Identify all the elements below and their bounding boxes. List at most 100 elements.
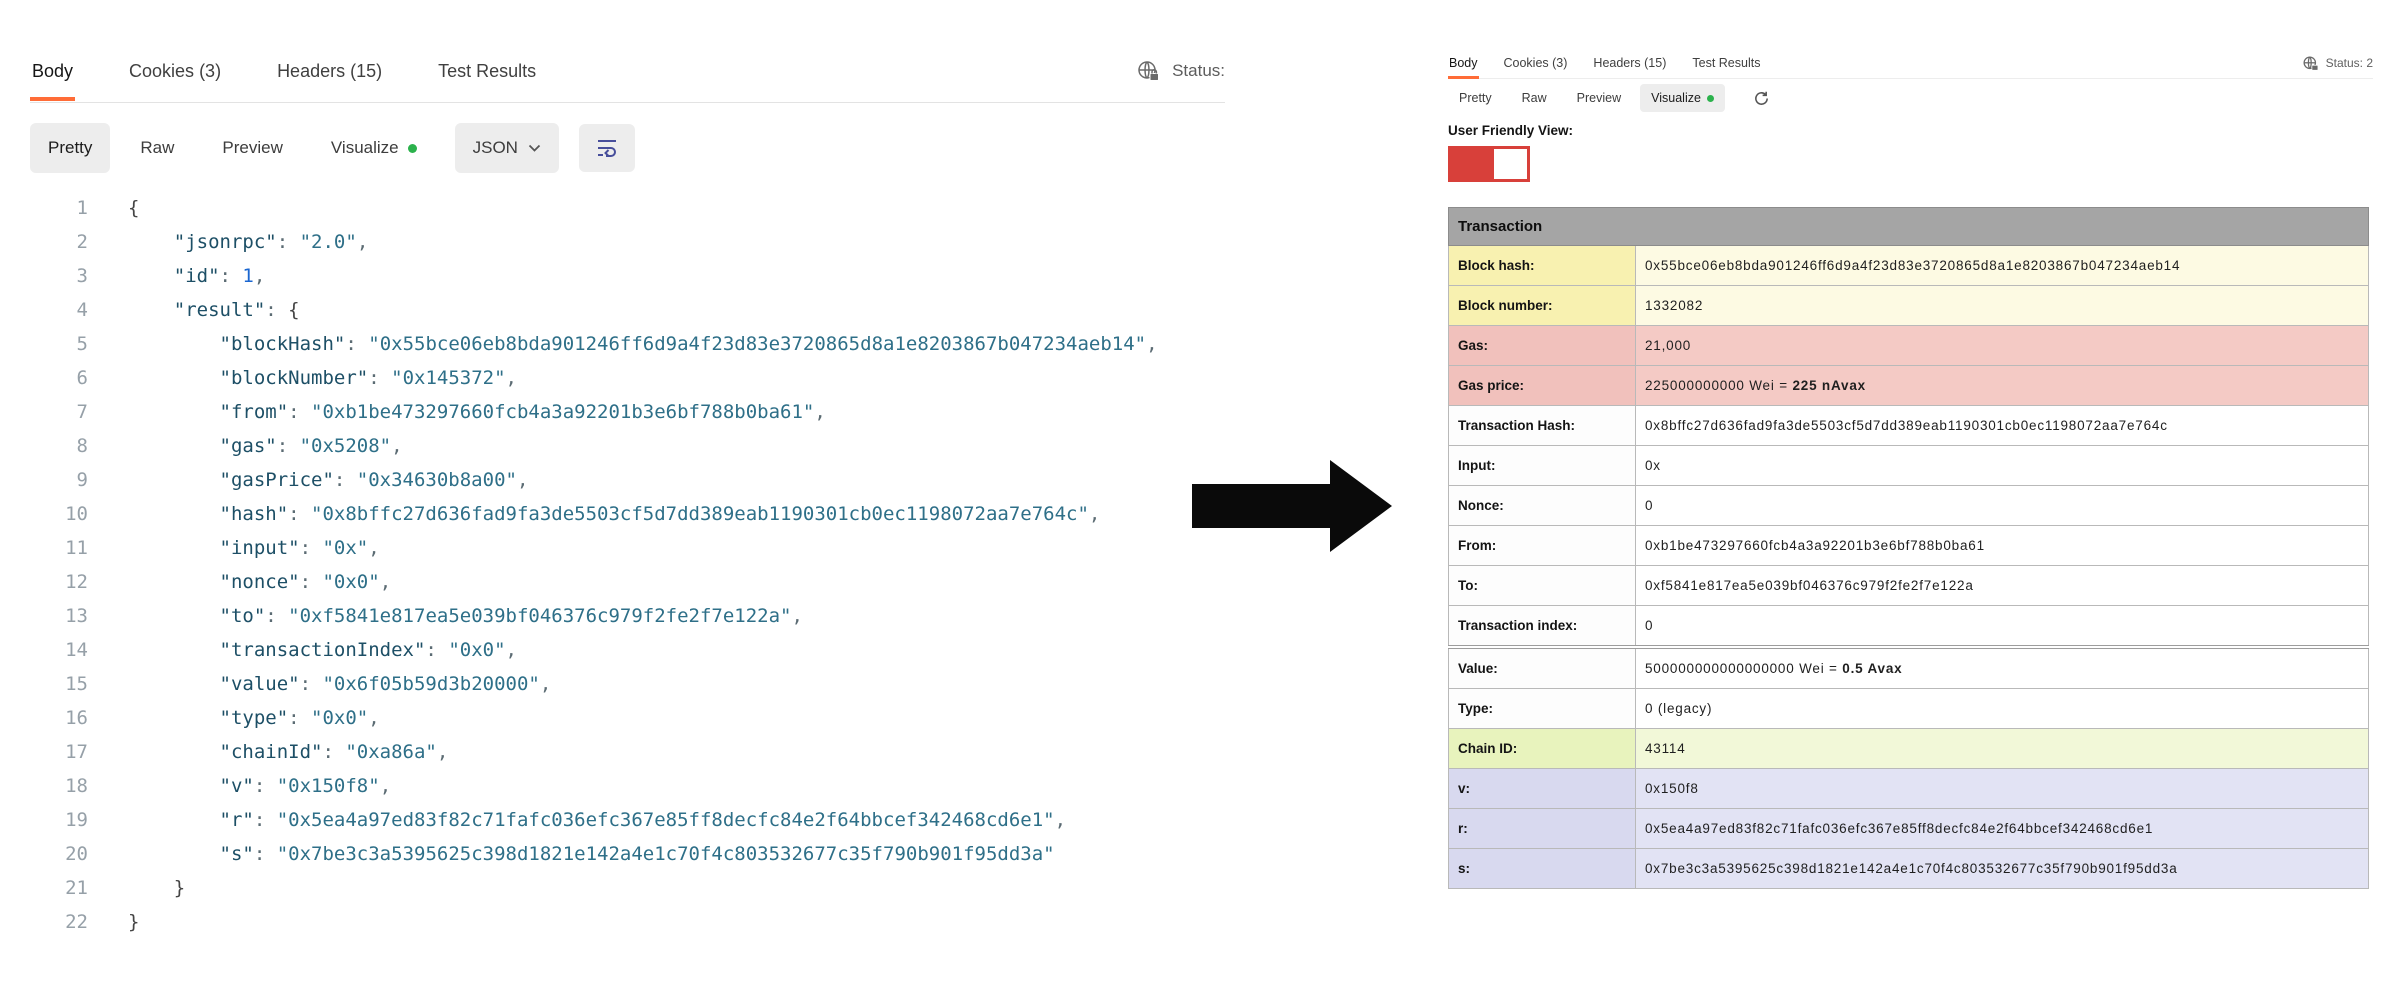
globe-lock-icon xyxy=(2303,55,2318,71)
view-option-visualize[interactable]: Visualize xyxy=(313,123,435,173)
row-label: Chain ID: xyxy=(1448,728,1636,769)
code-text: "blockHash": "0x55bce06eb8bda901246ff6d9… xyxy=(219,333,1158,355)
status-area-small: Status: 2 xyxy=(2302,55,2373,72)
row-value: 43114 xyxy=(1635,728,2369,769)
row-label: Value: xyxy=(1448,645,1636,689)
view-option-label: Pretty xyxy=(48,138,93,157)
tab-cookies-3[interactable]: Cookies (3) xyxy=(1503,56,1568,70)
line-number: 15 xyxy=(65,673,88,695)
code-line: 12 "nonce": "0x0", xyxy=(30,565,1225,599)
code-line: 21 } xyxy=(30,871,1225,905)
code-text: "input": "0x", xyxy=(219,537,380,559)
row-value: 500000000000000000 Wei = 0.5 Avax xyxy=(1635,645,2369,689)
format-select-label: JSON xyxy=(472,138,518,157)
green-dot-icon xyxy=(1706,94,1714,102)
response-tabs: Body Cookies (3) Headers (15) Test Results xyxy=(30,43,538,101)
table-row: To:0xf5841e817ea5e039bf046376c979f2fe2f7… xyxy=(1448,565,2369,606)
line-number: 7 xyxy=(76,401,88,423)
row-value: 0 (legacy) xyxy=(1635,688,2369,729)
code-line: 6 "blockNumber": "0x145372", xyxy=(30,361,1225,395)
line-number: 3 xyxy=(76,265,88,287)
code-line: 1{ xyxy=(30,191,1225,225)
table-row: r:0x5ea4a97ed83f82c71fafc036efc367e85ff8… xyxy=(1448,808,2369,849)
line-number: 4 xyxy=(76,299,88,321)
code-line: 10 "hash": "0x8bffc27d636fad9fa3de5503cf… xyxy=(30,497,1225,531)
row-value-bold: 0.5 Avax xyxy=(1842,661,1903,676)
row-value: 0x150f8 xyxy=(1635,768,2369,809)
line-number: 19 xyxy=(65,809,88,831)
row-value: 0xb1be473297660fcb4a3a92201b3e6bf788b0ba… xyxy=(1635,525,2369,566)
view-option-preview[interactable]: Preview xyxy=(1566,84,1632,112)
friendly-view-toggle[interactable] xyxy=(1448,146,1530,182)
code-text: "nonce": "0x0", xyxy=(219,571,392,593)
line-number: 12 xyxy=(65,571,88,593)
code-line: 11 "input": "0x", xyxy=(30,531,1225,565)
line-number: 17 xyxy=(65,741,88,763)
code-line: 9 "gasPrice": "0x34630b8a00", xyxy=(30,463,1225,497)
line-number: 1 xyxy=(76,197,88,219)
code-line: 8 "gas": "0x5208", xyxy=(30,429,1225,463)
transaction-table: Transaction Block hash:0x55bce06eb8bda90… xyxy=(1448,207,2369,889)
row-label: Transaction Hash: xyxy=(1448,405,1636,446)
code-line: 2 "jsonrpc": "2.0", xyxy=(30,225,1225,259)
view-option-raw[interactable]: Raw xyxy=(122,123,192,173)
table-row: Input:0x xyxy=(1448,445,2369,486)
tab-cookies-3[interactable]: Cookies (3) xyxy=(129,60,222,81)
tab-headers-15[interactable]: Headers (15) xyxy=(1593,56,1667,70)
refresh-icon xyxy=(1755,91,1768,105)
status-area: Status: xyxy=(1136,59,1225,83)
code-text: } xyxy=(173,877,186,899)
tab-headers-15[interactable]: Headers (15) xyxy=(277,60,383,81)
table-row: Transaction index:0 xyxy=(1448,605,2369,648)
row-value-bold: 225 nAvax xyxy=(1792,378,1866,393)
line-number: 10 xyxy=(65,503,88,525)
code-line: 17 "chainId": "0xa86a", xyxy=(30,735,1225,769)
line-number: 11 xyxy=(65,537,88,559)
view-option-label: Preview xyxy=(1576,91,1622,105)
row-value: 0x55bce06eb8bda901246ff6d9a4f23d83e37208… xyxy=(1635,245,2369,286)
line-number: 18 xyxy=(65,775,88,797)
view-options-small: Pretty Raw Preview Visualize xyxy=(1448,84,1725,112)
code-line: 5 "blockHash": "0x55bce06eb8bda901246ff6… xyxy=(30,327,1225,361)
code-line: 13 "to": "0xf5841e817ea5e039bf046376c979… xyxy=(30,599,1225,633)
tab-test-results[interactable]: Test Results xyxy=(438,60,537,81)
code-line: 15 "value": "0x6f05b59d3b20000", xyxy=(30,667,1225,701)
tab-body[interactable]: Body xyxy=(30,43,76,101)
view-option-pretty[interactable]: Pretty xyxy=(30,123,111,173)
tab-body[interactable]: Body xyxy=(1448,48,1479,79)
view-option-preview[interactable]: Preview xyxy=(204,123,300,173)
code-line: 4 "result": { xyxy=(30,293,1225,327)
table-row: s:0x7be3c3a5395625c398d1821e142a4e1c70f4… xyxy=(1448,848,2369,889)
code-text: "value": "0x6f05b59d3b20000", xyxy=(219,673,552,695)
row-label: To: xyxy=(1448,565,1636,606)
table-row: Nonce:0 xyxy=(1448,485,2369,526)
row-label: Gas price: xyxy=(1448,365,1636,406)
view-option-raw[interactable]: Raw xyxy=(1511,84,1558,112)
format-select[interactable]: JSON xyxy=(454,123,559,173)
code-line: 18 "v": "0x150f8", xyxy=(30,769,1225,803)
row-label: v: xyxy=(1448,768,1636,809)
line-number: 21 xyxy=(65,877,88,899)
text-wrap-icon xyxy=(597,140,616,157)
status-label: Status: 2 xyxy=(2325,56,2373,70)
line-number: 8 xyxy=(76,435,88,457)
row-value: 0x7be3c3a5395625c398d1821e142a4e1c70f4c8… xyxy=(1635,848,2369,889)
json-response-body[interactable]: 1{2 "jsonrpc": "2.0",3 "id": 1,4 "result… xyxy=(30,191,1225,939)
toggle-off-segment xyxy=(1493,149,1527,179)
text-wrap-button[interactable] xyxy=(578,124,635,172)
code-text: "r": "0x5ea4a97ed83f82c71fafc036efc367e8… xyxy=(219,809,1067,831)
table-row: Transaction Hash:0x8bffc27d636fad9fa3de5… xyxy=(1448,405,2369,446)
tab-test-results[interactable]: Test Results xyxy=(1692,56,1761,70)
green-dot-icon xyxy=(407,143,417,153)
view-option-pretty[interactable]: Pretty xyxy=(1448,84,1503,112)
row-label: Block hash: xyxy=(1448,245,1636,286)
code-text: "s": "0x7be3c3a5395625c398d1821e142a4e1c… xyxy=(219,843,1055,865)
view-option-visualize[interactable]: Visualize xyxy=(1640,84,1725,112)
line-number: 2 xyxy=(76,231,88,253)
code-text: "gasPrice": "0x34630b8a00", xyxy=(219,469,529,491)
refresh-visualizer-button[interactable] xyxy=(1751,88,1772,109)
view-option-label: Visualize xyxy=(1651,91,1701,105)
line-number: 9 xyxy=(76,469,88,491)
code-text: "from": "0xb1be473297660fcb4a3a92201b3e6… xyxy=(219,401,826,423)
